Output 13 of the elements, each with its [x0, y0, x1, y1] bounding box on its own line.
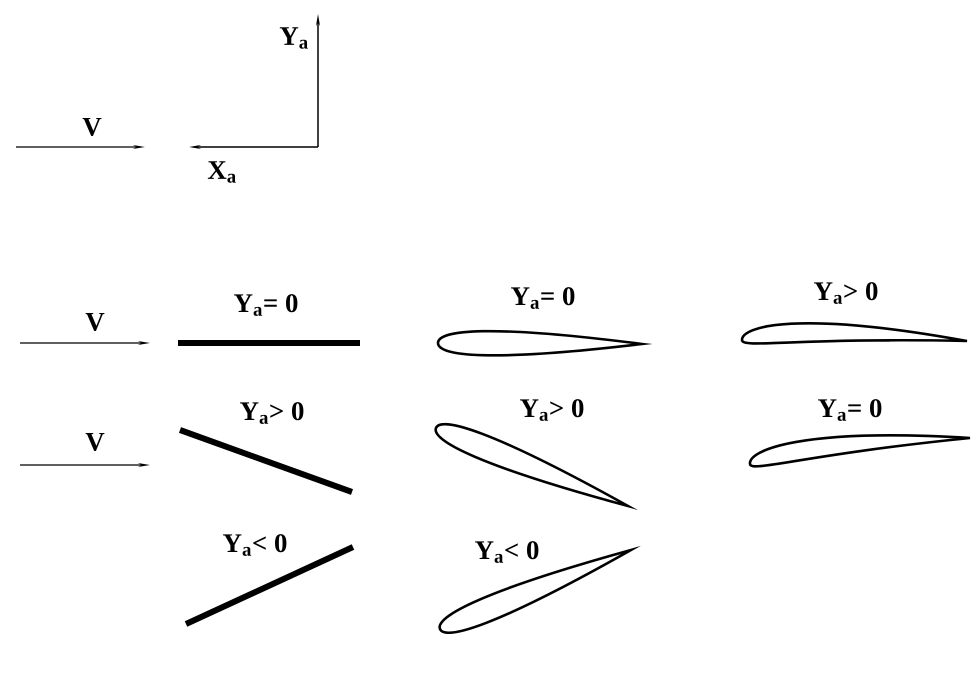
lift-label: Y$_{a}$= 0 [234, 294, 298, 316]
lift-label: Y$_{a}$= 0 [818, 399, 882, 421]
lift-label: Y$_{a}$< 0 [223, 534, 286, 556]
axis-label: X$_{a}$ [208, 161, 236, 183]
lift-label: Y$_{a}$= 0 [511, 287, 574, 309]
velocity-label: V [86, 312, 104, 331]
axis-label: Y$_{a}$ [280, 27, 308, 49]
velocity-label: V [82, 118, 102, 136]
lift-label: Y$_{a}$> 0 [240, 402, 304, 424]
velocity-label: V [86, 432, 104, 451]
lift-label: Y$_{a}$> 0 [520, 399, 584, 421]
lift-label: Y$_{a}$< 0 [475, 541, 538, 563]
lift-label: Y$_{a}$> 0 [814, 282, 878, 304]
